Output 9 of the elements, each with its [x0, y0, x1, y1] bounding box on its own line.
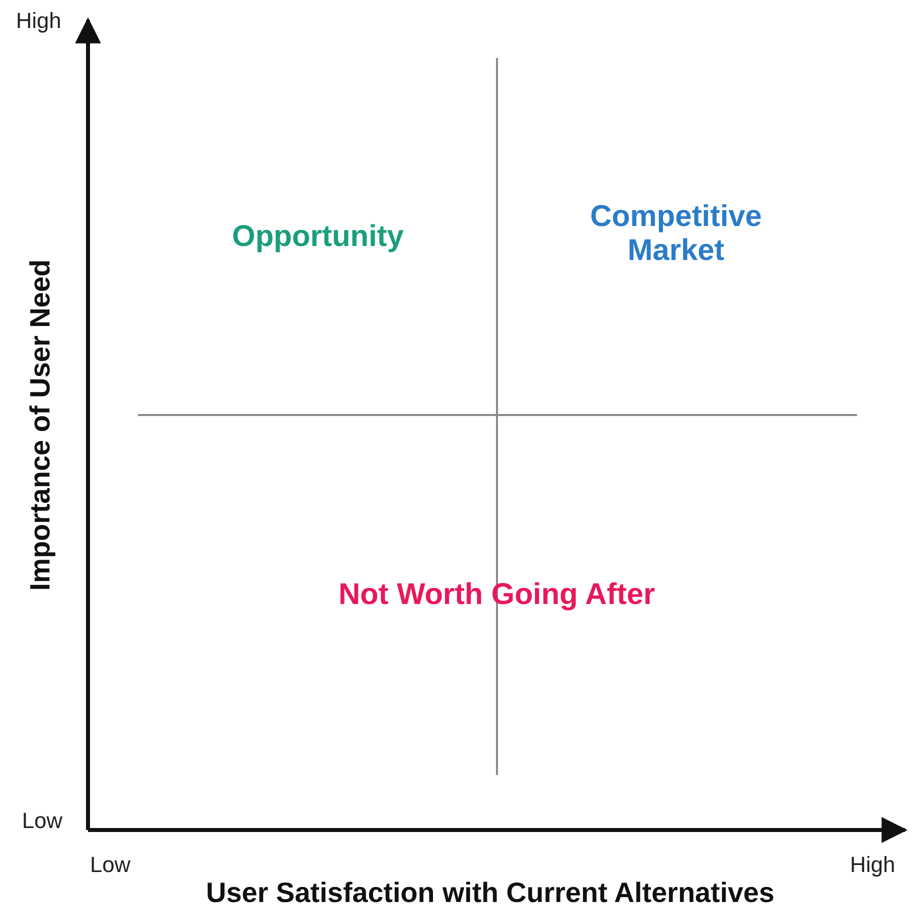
quadrant-label: Not Worth Going After [338, 578, 656, 612]
axis-tick-label: High [850, 852, 896, 878]
axis-tick-label: Low [22, 808, 62, 834]
axis-title: Importance of User Need [24, 259, 56, 591]
axis-tick-label: Low [90, 852, 130, 878]
quadrant-label: Opportunity [232, 220, 404, 254]
quadrant-label: Competitive Market [589, 200, 763, 268]
axis-tick-label: High [16, 8, 62, 34]
axis-title: User Satisfaction with Current Alternatives [206, 877, 774, 910]
